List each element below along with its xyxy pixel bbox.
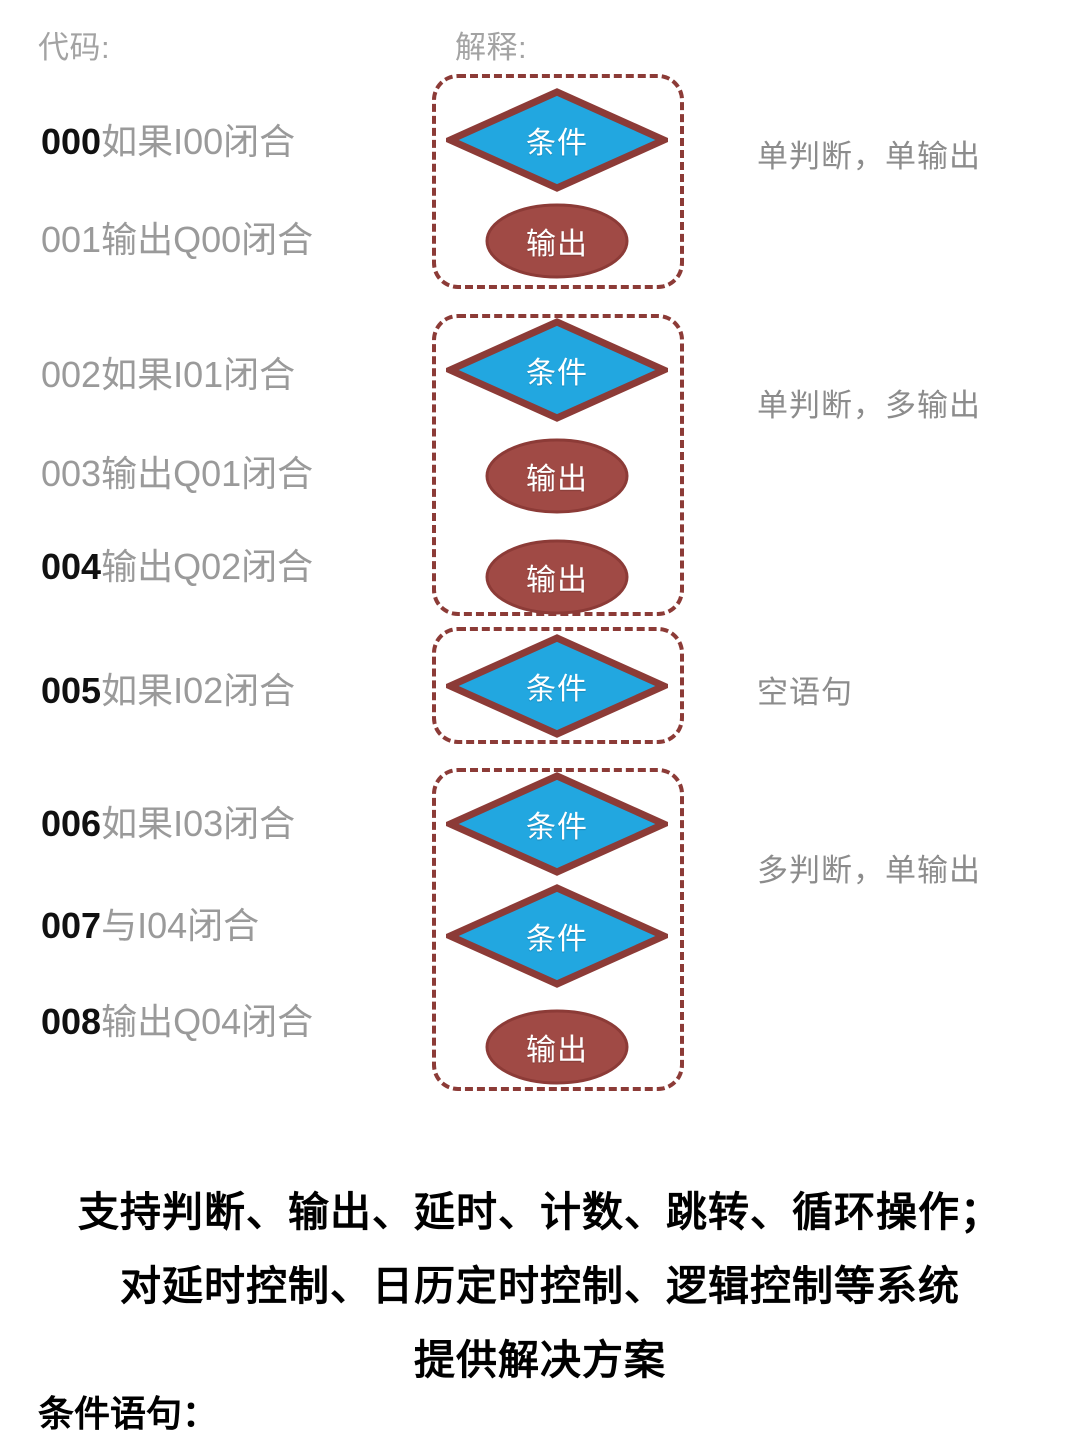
ellipse-glyph	[485, 1009, 629, 1085]
ellipse-glyph	[485, 203, 629, 279]
output-ellipse-shape: 输出	[484, 437, 630, 515]
output-label: 输出	[526, 1034, 588, 1067]
code-line-006: 006如果I03闭合	[41, 806, 295, 842]
code-line-text: 输出Q00闭合	[101, 219, 314, 260]
footer-paragraph-line-3: 提供解决方案	[414, 1337, 666, 1383]
explanation-multi-condition-single-output: 多判断，单输出	[757, 853, 981, 888]
code-line-000: 000如果I00闭合	[41, 124, 295, 160]
explanation-single-condition-multi-output: 单判断，多输出	[757, 388, 981, 423]
condition-label: 条件	[526, 127, 588, 160]
condition-diamond-shape: 条件	[446, 884, 668, 988]
diamond-glyph	[446, 772, 668, 876]
diamond-glyph	[446, 634, 668, 738]
diamond-glyph	[446, 884, 668, 988]
code-line-text: 如果I02闭合	[101, 670, 296, 711]
output-label: 输出	[526, 463, 588, 496]
explanation-empty-statement: 空语句	[757, 675, 853, 710]
code-line-007: 007与I04闭合	[41, 908, 259, 944]
code-line-number: 008	[41, 1001, 102, 1042]
code-line-004: 004输出Q02闭合	[41, 549, 313, 585]
code-line-number: 000	[41, 121, 102, 162]
code-line-008: 008输出Q04闭合	[41, 1004, 313, 1040]
code-line-number: 003	[41, 453, 102, 494]
condition-diamond-shape: 条件	[446, 772, 668, 876]
output-ellipse-shape: 输出	[484, 1008, 630, 1086]
group-box-multi-condition-single-output	[432, 768, 684, 1091]
code-line-text: 如果I01闭合	[101, 354, 296, 395]
output-ellipse-shape: 输出	[484, 202, 630, 280]
ellipse-glyph	[485, 438, 629, 514]
code-line-001: 001输出Q00闭合	[41, 222, 313, 258]
code-line-number: 007	[41, 905, 102, 946]
conditional-statement-label: 条件语句：	[38, 1393, 219, 1434]
code-line-number: 006	[41, 803, 102, 844]
diamond-glyph	[446, 318, 668, 422]
code-line-text: 与I04闭合	[101, 905, 260, 946]
ellipse-glyph	[485, 539, 629, 615]
condition-diamond-shape: 条件	[446, 88, 668, 192]
group-box-single-condition-single-output	[432, 74, 684, 289]
footer-paragraph-line-1: 支持判断、输出、延时、计数、跳转、循环操作；	[78, 1189, 1002, 1235]
footer-paragraph-line-2: 对延时控制、日历定时控制、逻辑控制等系统	[120, 1263, 960, 1309]
code-column-header: 代码:	[38, 30, 111, 65]
code-line-text: 输出Q01闭合	[101, 453, 314, 494]
explanation-single-condition-single-output: 单判断，单输出	[757, 139, 981, 174]
code-line-number: 001	[41, 219, 102, 260]
group-box-empty-statement	[432, 627, 684, 744]
code-line-number: 004	[41, 546, 102, 587]
condition-label: 条件	[526, 923, 588, 956]
diamond-glyph	[446, 88, 668, 192]
output-label: 输出	[526, 564, 588, 597]
code-line-002: 002如果I01闭合	[41, 357, 295, 393]
code-line-number: 005	[41, 670, 102, 711]
code-line-005: 005如果I02闭合	[41, 673, 295, 709]
code-line-text: 如果I03闭合	[101, 803, 296, 844]
code-line-text: 输出Q02闭合	[101, 546, 314, 587]
condition-label: 条件	[526, 811, 588, 844]
output-label: 输出	[526, 228, 588, 261]
condition-diamond-shape: 条件	[446, 634, 668, 738]
code-line-text: 输出Q04闭合	[101, 1001, 314, 1042]
condition-label: 条件	[526, 357, 588, 390]
output-ellipse-shape: 输出	[484, 538, 630, 616]
condition-label: 条件	[526, 673, 588, 706]
code-line-text: 如果I00闭合	[101, 121, 296, 162]
code-line-003: 003输出Q01闭合	[41, 456, 313, 492]
explanation-column-header: 解释:	[455, 30, 528, 65]
code-line-number: 002	[41, 354, 102, 395]
condition-diamond-shape: 条件	[446, 318, 668, 422]
